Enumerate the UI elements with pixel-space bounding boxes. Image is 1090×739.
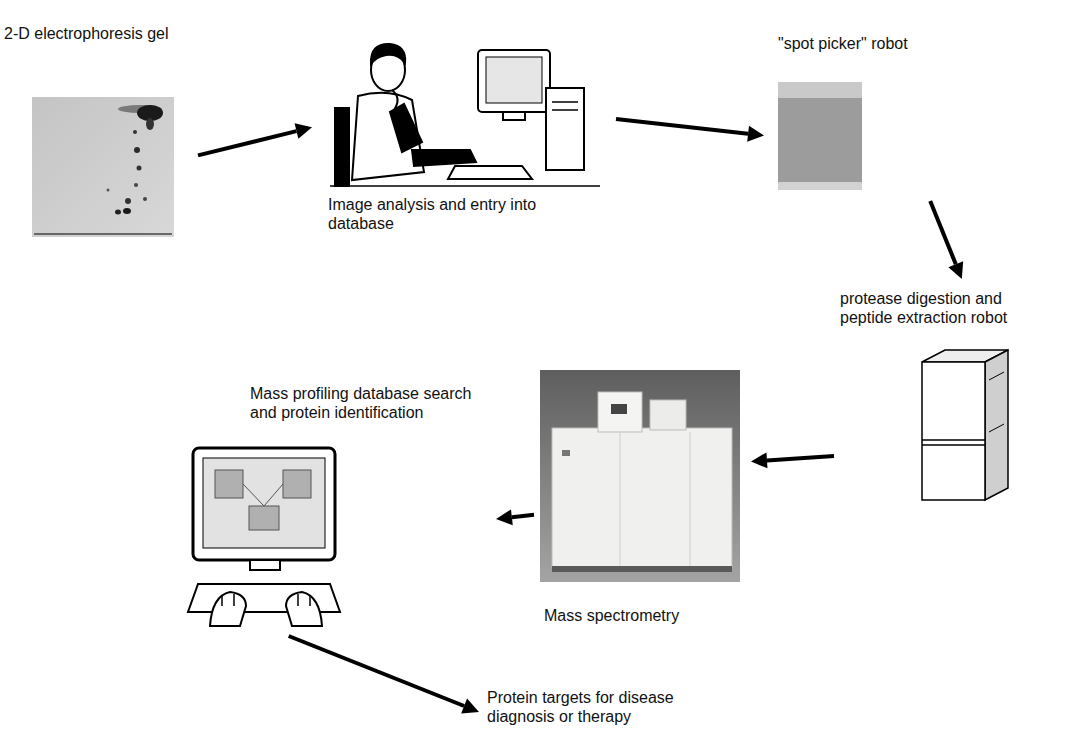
step-label: 2-D electrophoresis gel [4,24,189,43]
mass-spectrometer-photo [540,370,740,582]
step-label: Mass spectrometry [544,606,744,625]
flow-arrow [751,452,834,468]
step-node: Mass spectrometry [540,368,745,635]
step-label: protease digestion and peptide extractio… [840,289,1050,327]
arrow-shaft [289,636,464,706]
flow-arrow [289,636,479,713]
arrow-shaft [930,201,956,264]
flow-arrow [198,123,312,155]
gel-image [32,97,174,237]
arrow-head [295,123,312,139]
step-node: Mass profiling database search and prote… [185,378,490,630]
step-label: Protein targets for disease diagnosis or… [487,688,732,726]
arrow-head [461,699,479,714]
arrow-head [948,261,963,279]
step-node: 2-D electrophoresis gel [2,20,192,242]
step-label: Mass profiling database search and prote… [250,384,490,422]
flow-arrow [616,119,764,142]
computer-with-hands [188,448,340,626]
arrow-shaft [198,131,296,155]
step-node: protease digestion and peptide extractio… [840,285,1050,507]
cabinet-robot [922,350,1008,500]
arrow-shaft [767,456,834,460]
step-label: "spot picker" robot [778,34,948,53]
flow-arrow [496,509,534,525]
arrow-head [496,509,513,525]
arrow-shaft [616,119,748,134]
step-label: Image analysis and entry into database [328,195,568,233]
robot-box [778,82,862,190]
arrow-shaft [512,515,534,517]
step-node: "spot picker" robot [770,30,950,195]
flow-arrow [930,201,963,279]
step-node: Image analysis and entry into database [318,35,610,240]
arrow-head [751,452,767,468]
step-node: Protein targets for disease diagnosis or… [485,686,735,734]
arrow-head [747,126,764,142]
person-at-computer [330,44,600,186]
